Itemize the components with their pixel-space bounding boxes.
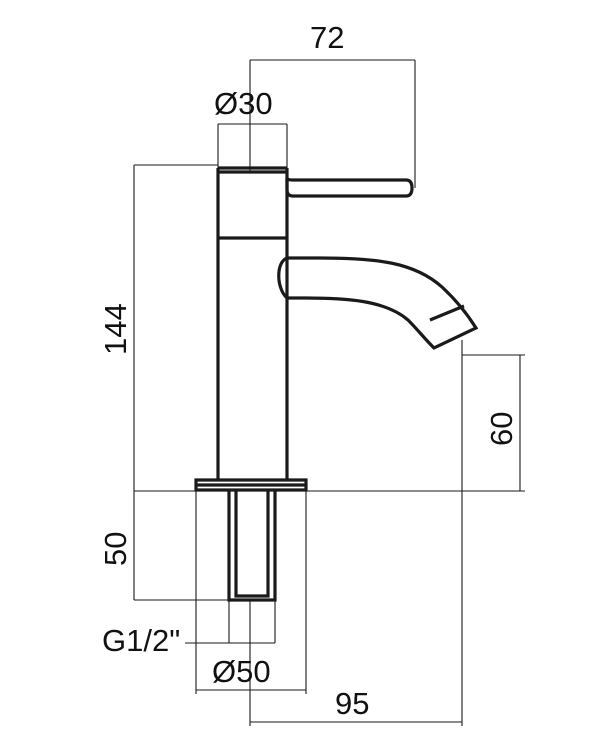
dim-label-50: 50 bbox=[98, 532, 133, 566]
dim-label-diameter-30: Ø30 bbox=[214, 86, 273, 121]
dim-label-72: 72 bbox=[310, 20, 344, 55]
tap-body bbox=[216, 166, 289, 480]
dim-label-diameter-50: Ø50 bbox=[212, 654, 271, 689]
dim-label-thread: G1/2" bbox=[102, 623, 180, 658]
lever-handle bbox=[285, 177, 414, 198]
shank bbox=[227, 490, 277, 602]
dim-label-60: 60 bbox=[484, 412, 519, 446]
dim-label-144: 144 bbox=[98, 303, 133, 355]
base-flange bbox=[194, 478, 308, 492]
spout bbox=[277, 256, 479, 350]
spout-aerator bbox=[429, 304, 465, 322]
tap-outline bbox=[194, 166, 479, 602]
dim-label-95: 95 bbox=[335, 686, 369, 721]
dimension-lines bbox=[133, 59, 525, 726]
